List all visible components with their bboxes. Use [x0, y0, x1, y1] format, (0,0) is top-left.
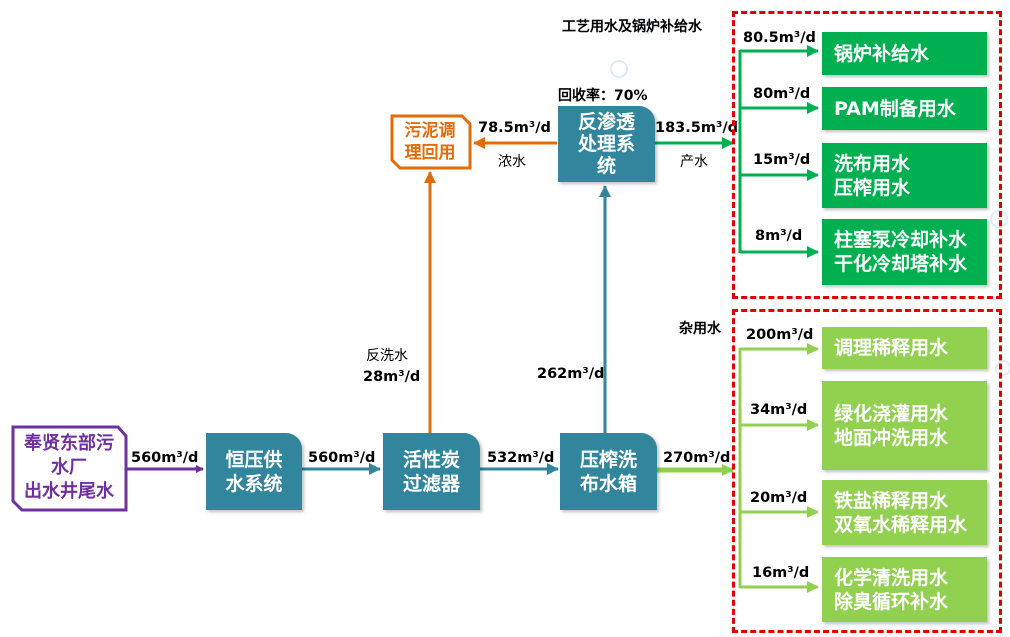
bubble-decoration [610, 60, 628, 78]
source-node: 奉贤东部污 水厂 出水井尾水 [12, 426, 126, 510]
dest-line: 双氧水稀释用水 [834, 513, 968, 536]
misc-flow-label: 20m³/d [750, 490, 808, 506]
misc-flow-label: 200m³/d [746, 327, 814, 343]
dest-line: 干化冷却塔补水 [834, 253, 968, 275]
dest-cooling-makeup: 柱塞泵冷却补水 干化冷却塔补水 [822, 219, 987, 285]
dest-wash-press: 洗布用水 压榨用水 [822, 143, 987, 208]
dest-boiler-makeup: 锅炉补给水 [822, 32, 987, 75]
node-line: 恒压供 [225, 448, 283, 471]
node-line: 污泥调 [404, 120, 456, 141]
node-line: 过滤器 [402, 472, 460, 495]
misc-flow-label: 34m³/d [750, 402, 808, 418]
dest-irrigation-floor: 绿化浇灌用水 地面冲洗用水 [822, 381, 987, 470]
process-group-title: 工艺用水及锅炉补给水 [562, 19, 702, 35]
bubble-decoration [640, 20, 654, 34]
wash-tank-node: 压榨洗 布水箱 [560, 433, 657, 510]
concentrate-label: 浓水 [498, 154, 526, 170]
process-group-border [732, 11, 1002, 299]
recovery-rate: 回收率：70% [558, 88, 648, 104]
process-flow-label: 80m³/d [753, 86, 811, 102]
node-line: 反渗透 [577, 111, 635, 133]
dest-line: 压榨用水 [834, 176, 911, 199]
dest-line: 柱塞泵冷却补水 [834, 229, 968, 251]
backwash-value: 28m³/d [363, 369, 421, 385]
carbon-filter-node: 活性炭 过滤器 [383, 433, 480, 510]
dest-line: PAM制备用水 [834, 97, 956, 120]
source-outline [11, 425, 128, 512]
misc-group-title: 杂用水 [679, 321, 721, 337]
dest-line: 铁盐稀释用水 [834, 489, 949, 512]
product-value: 183.5m³/d [655, 120, 738, 136]
dest-line: 锅炉补给水 [834, 42, 930, 65]
flow-label-source: 560m³/d [131, 450, 199, 466]
dest-chemical-dilution: 铁盐稀释用水 双氧水稀释用水 [822, 480, 987, 545]
product-label: 产水 [680, 154, 708, 170]
dest-line: 除臭循环补水 [834, 590, 949, 613]
dest-cleaning-deodor: 化学清洗用水 除臭循环补水 [822, 557, 987, 622]
source-line: 奉贤东部污 [24, 433, 114, 454]
flow-label-tank-misc: 270m³/d [663, 450, 731, 466]
dest-line: 地面冲洗用水 [834, 426, 949, 449]
sludge-node: 污泥调 理回用 [391, 114, 469, 169]
dest-line: 洗布用水 [834, 152, 911, 175]
node-line: 水系统 [225, 472, 283, 495]
node-line: 理回用 [404, 142, 456, 163]
misc-group-border [732, 309, 1002, 633]
concentrate-value: 78.5m³/d [478, 120, 551, 136]
sludge-outline [390, 114, 472, 170]
process-flow-label: 80.5m³/d [743, 30, 816, 46]
process-flow-label: 8m³/d [755, 228, 803, 244]
reverse-osmosis-node: 反渗透 处理系 统 [558, 106, 655, 182]
node-line: 统 [596, 155, 616, 177]
node-line: 压榨洗 [579, 448, 637, 471]
node-line: 活性炭 [402, 448, 460, 471]
dest-pam-preparation: PAM制备用水 [822, 87, 987, 130]
dest-line: 化学清洗用水 [834, 566, 949, 589]
flow-label-tank-ro: 262m³/d [537, 366, 605, 382]
node-line: 处理系 [577, 133, 635, 155]
flow-label-supply: 560m³/d [308, 450, 376, 466]
source-line: 出水井尾水 [24, 481, 114, 502]
flow-label-filter: 532m³/d [487, 450, 555, 466]
misc-flow-label: 16m³/d [752, 565, 810, 581]
dest-line: 调理稀释用水 [834, 337, 949, 359]
backwash-label: 反洗水 [366, 348, 408, 364]
node-line: 布水箱 [579, 472, 637, 495]
source-line: 水厂 [51, 457, 87, 478]
dest-line: 绿化浇灌用水 [834, 402, 949, 425]
dest-conditioning-dilution: 调理稀释用水 [822, 327, 987, 369]
process-flow-label: 15m³/d [753, 152, 811, 168]
pressure-supply-node: 恒压供 水系统 [206, 433, 302, 510]
